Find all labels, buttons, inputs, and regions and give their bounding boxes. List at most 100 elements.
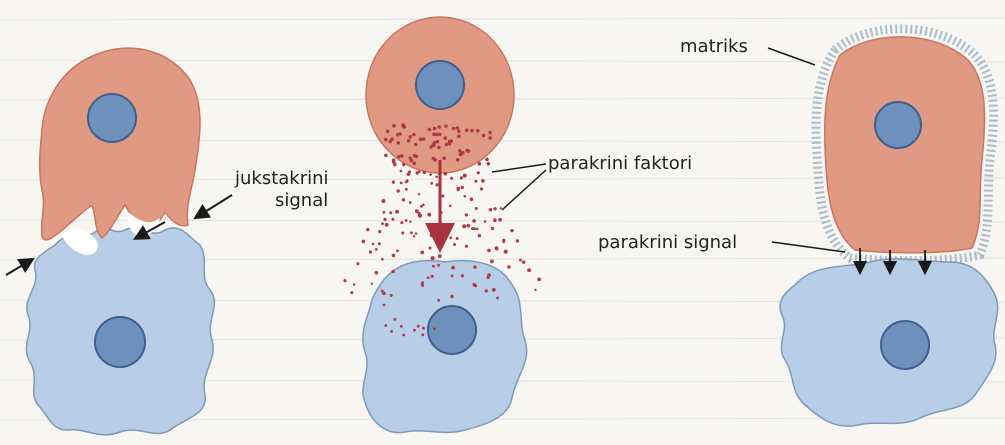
juxtacrine-target-nucleus	[95, 317, 145, 367]
paracrine-factor-dot	[433, 224, 437, 228]
paracrine-factor-dot	[463, 174, 467, 178]
paracrine-factor-dot	[510, 229, 513, 232]
paracrine-factor-dot	[489, 208, 492, 211]
paracrine-factor-dot	[516, 239, 519, 242]
matrix-label: matriks	[680, 36, 748, 58]
paracrine-factor-dot	[400, 325, 403, 328]
juxtacrine-label-line2: signal	[235, 190, 329, 212]
paracrine-factor-dot	[465, 245, 468, 248]
paracrine-factor-dot	[353, 283, 356, 286]
paracrine-factor-dot	[444, 172, 448, 176]
juxtacrine-panel	[6, 48, 232, 435]
matrix-panel	[768, 29, 998, 426]
paracrine-factor-dot	[350, 291, 353, 294]
paracrine-factor-dot	[390, 330, 393, 333]
paracrine-factor-dot	[457, 134, 461, 138]
paracrine-factor-dot	[371, 283, 373, 285]
paracrine-signaling-nucleus	[416, 61, 464, 109]
paracrine-factor-dot	[477, 171, 480, 174]
paracrine-factor-dot	[375, 248, 378, 251]
paracrine-signal-label: parakrini signal	[598, 232, 737, 254]
paracrine-factor-dot	[414, 143, 418, 147]
paracrine-factor-dot	[437, 264, 440, 267]
paracrine-factor-dot	[384, 154, 388, 158]
paracrine-factor-dot	[375, 271, 379, 275]
paracrine-factors-panel	[343, 17, 546, 433]
paracrine-factor-dot	[496, 297, 499, 300]
paracrine-factor-dot	[413, 162, 417, 166]
paracrine-factor-dot	[421, 281, 424, 284]
paracrine-factor-dot	[456, 126, 460, 130]
paracrine-factor-dot	[456, 237, 459, 240]
paracrine-factor-dot	[488, 131, 492, 135]
paracrine-factor-dot	[433, 327, 436, 330]
matrix-pointer	[768, 48, 815, 65]
paracrine-factor-dot	[421, 334, 424, 337]
paracrine-factor-dot	[448, 142, 452, 146]
paracrine-factor-dot	[487, 273, 491, 277]
paracrine-factor-dot	[471, 227, 474, 230]
paracrine-factor-dot	[409, 135, 413, 139]
paracrine-factor-dot	[433, 127, 437, 131]
paracrine-factor-dot	[407, 139, 411, 143]
paracrine-factor-dot	[493, 207, 496, 210]
paracrine-factor-dot	[343, 279, 346, 282]
paracrine-factor-dot	[500, 207, 502, 209]
paracrine-factor-dot	[474, 180, 477, 183]
paracrine-factor-dot	[478, 234, 481, 237]
paracrine-factor-dot	[400, 221, 403, 224]
paracrine-factor-dot	[412, 133, 416, 137]
paracrine-factor-dot	[378, 242, 381, 245]
paracrine-factor-dot	[390, 294, 393, 297]
paracrine-factor-dot	[472, 219, 476, 223]
paracrine-factor-dot	[384, 324, 387, 327]
paracrine-factor-dot	[356, 262, 359, 265]
paracrine-factor-dot	[408, 170, 411, 173]
paracrine-factor-dot	[492, 288, 496, 292]
paracrine-factor-dot	[437, 299, 440, 302]
paracrine-factor-dot	[398, 132, 402, 136]
paracrine-factor-dot	[430, 182, 433, 185]
paracrine-factor-dot	[402, 334, 405, 337]
paracrine-factor-dot	[490, 260, 494, 264]
paracrine-factor-dot	[432, 265, 435, 268]
paracrine-factor-pointer	[502, 170, 546, 210]
paracrine-factor-dot	[456, 158, 460, 162]
paracrine-factor-dot	[435, 183, 438, 186]
paracrine-factor-dot	[409, 201, 412, 204]
paracrine-factor-dot	[534, 289, 536, 291]
paracrine-factor-dot	[422, 327, 425, 330]
paracrine-factor-dot	[476, 129, 480, 133]
paracrine-factor-dot	[431, 256, 435, 260]
paracrine-factor-dot	[485, 289, 488, 292]
paracrine-factor-dot	[433, 158, 437, 162]
paracrine-factor-dot	[430, 233, 434, 237]
paracrine-factor-dot	[484, 220, 487, 223]
paracrine-factor-dot	[527, 268, 531, 272]
paracrine-factor-dot	[397, 155, 401, 159]
paracrine-factor-dot	[493, 218, 497, 222]
paracrine-factor-dot	[413, 235, 415, 237]
juxtacrine-pointer-arrow	[200, 195, 232, 215]
paracrine-factor-dot	[390, 137, 394, 141]
paracrine-factor-dot	[405, 188, 408, 191]
paracrine-factor-dot	[405, 219, 408, 222]
paracrine-factor-dot	[381, 222, 384, 225]
paracrine-factor-dot	[429, 173, 432, 176]
paracrine-factor-dot	[423, 171, 426, 174]
paracrine-factor-dot	[444, 124, 448, 128]
paracrine-factor-dot	[467, 224, 471, 228]
paracrine-factor-dot	[392, 254, 396, 258]
paracrine-factor-dot	[522, 261, 525, 264]
paracrine-factor-dot	[443, 136, 447, 140]
paracrine-factor-dot	[507, 265, 510, 268]
paracrine-factor-dot	[389, 211, 392, 214]
paracrine-factor-dot	[428, 128, 432, 132]
paracrine-factor-dot	[401, 123, 405, 127]
paracrine-factor-dot	[369, 250, 372, 253]
paracrine-factor-dot	[401, 232, 404, 235]
paracrine-factor-dot	[502, 241, 505, 244]
paracrine-factor-dot	[480, 187, 483, 190]
paracrine-factors-label: parakrini faktori	[548, 153, 692, 175]
